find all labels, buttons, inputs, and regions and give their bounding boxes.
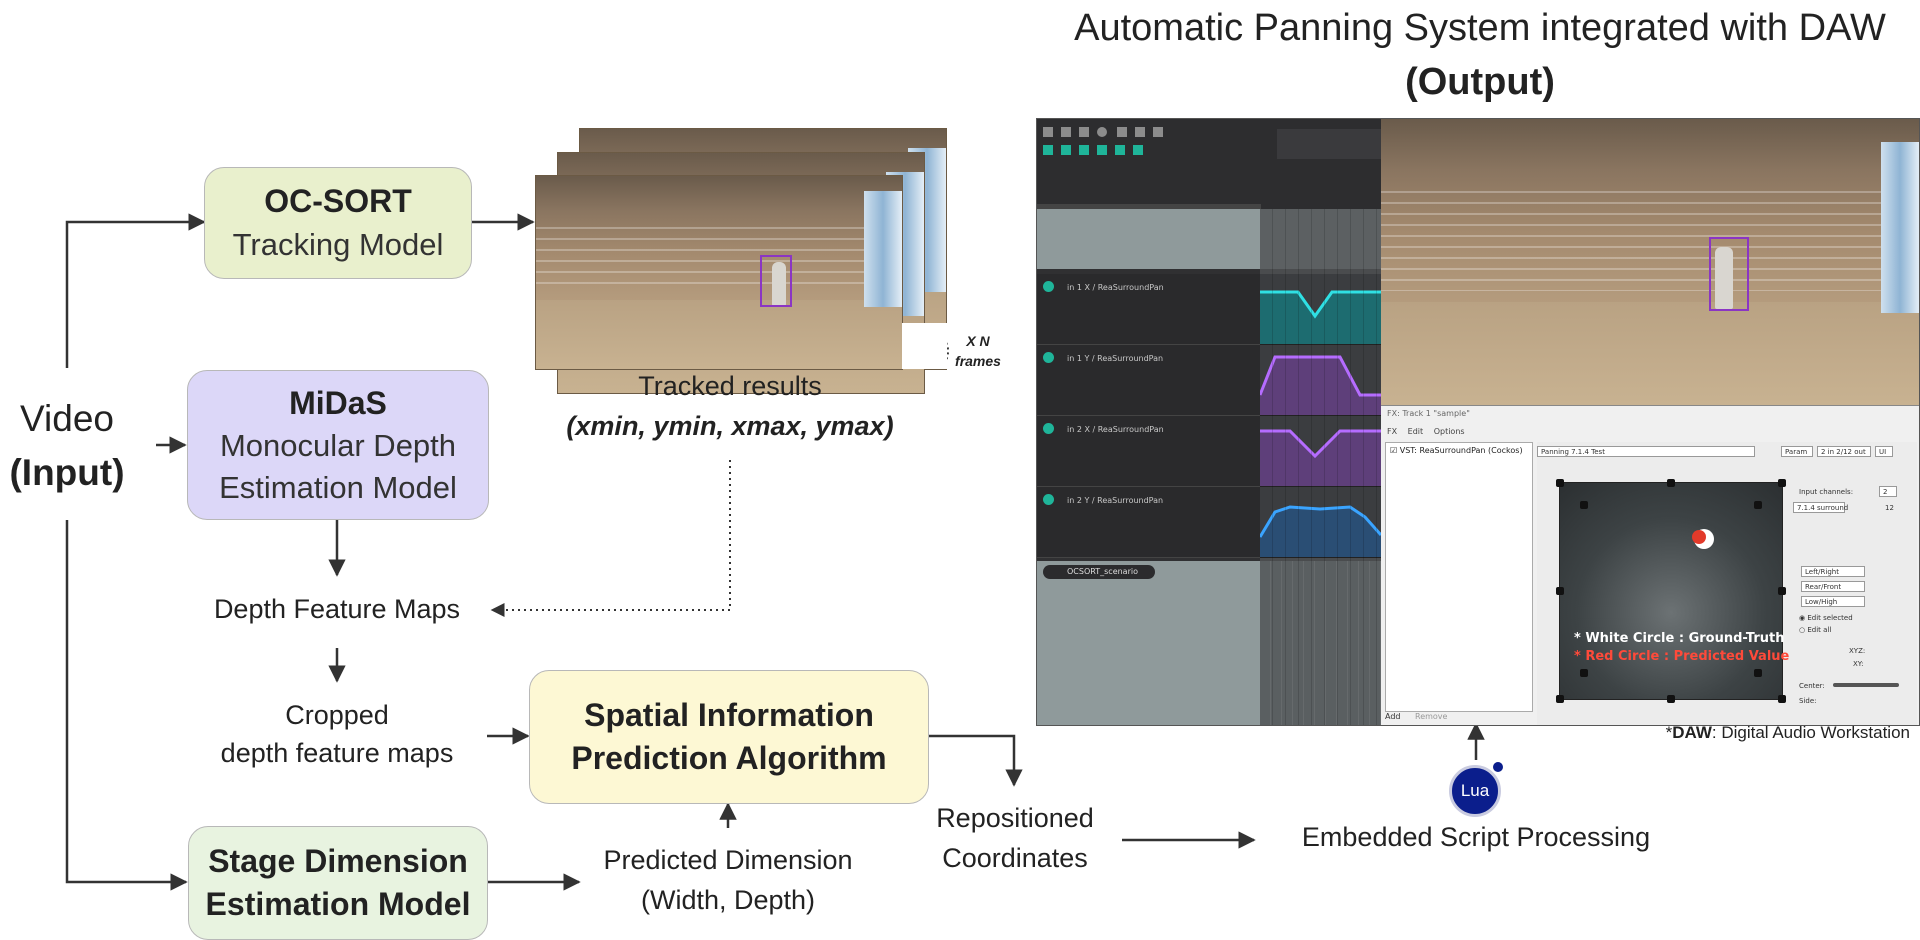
repositioned-line1: Repositioned [936,803,1094,833]
daw-track-row[interactable]: in 2 Y / ReaSurroundPan [1037,487,1260,558]
cropped-line2: depth feature maps [220,738,454,768]
tracked-results-label: Tracked results [638,371,822,401]
repositioned-line2: Coordinates [942,843,1088,873]
daw-footnote-bold: DAW [1672,723,1712,742]
input-label-video: Video [20,398,114,439]
frames-label: frames [955,353,1001,369]
tracked-frame-front [535,175,903,370]
tracked-coords-label: (xmin, ymin, xmax, ymax) [566,411,894,441]
lua-logo-icon: Lua [1449,765,1501,817]
spatial-line1: Spatial Information [584,696,874,733]
fx-menu-item[interactable]: Options [1433,427,1465,436]
legend-predicted: * Red Circle : Predicted Value [1574,649,1790,664]
input-channels-field[interactable]: 2 [1879,486,1897,497]
arrow-spatial-to-repositioned [928,734,1023,787]
input-channels-label: Input channels: [1799,488,1854,496]
daw-track-row[interactable]: in 2 X / ReaSurroundPan [1037,416,1260,487]
stage-line2: Estimation Model [205,886,471,922]
arrow-tracked-to-depthmaps [490,460,731,617]
predicted-dimension-line1: Predicted Dimension [603,845,853,875]
arrow-video-to-ocsort [65,213,206,368]
ocsort-subtitle: Tracking Model [232,226,444,262]
midas-line3: Estimation Model [219,469,457,505]
input-label-input: (Input) [9,452,125,493]
surround-panner-field[interactable]: * White Circle : Ground-Truth * Red Circ… [1556,479,1789,703]
embedded-script-label: Embedded Script Processing [1301,822,1651,852]
axis-select[interactable]: Low/High [1801,596,1865,607]
xyz-label: XYZ: [1849,647,1866,655]
stage-line1: Stage Dimension [208,842,468,879]
preset-select[interactable]: Panning 7.1.4 Test [1537,446,1755,457]
daw-track-row[interactable]: in 1 Y / ReaSurroundPan [1037,345,1260,416]
daw-footnote: *DAW: Digital Audio Workstation [1665,723,1910,742]
reasurroundpan-plugin: Panning 7.1.4 Test Param 2 in 2/12 out U… [1537,442,1917,725]
surround-mode-select[interactable]: 7.1.4 surround [1793,502,1848,513]
x-n-label: X N [966,333,990,349]
daw-video-preview [1381,119,1919,405]
fx-menu-item[interactable]: Edit [1407,427,1424,436]
daw-toolbar [1037,119,1381,209]
fx-window-title: FX: Track 1 "sample" [1387,409,1470,418]
output-title: Automatic Panning System integrated with… [1074,7,1886,49]
frame-corner-mask [902,323,947,369]
cropped-line1: Cropped [285,700,389,730]
ui-button[interactable]: UI [1875,446,1893,457]
fx-window: FX: Track 1 "sample" FX Edit Options ☑ V… [1381,405,1919,725]
io-button[interactable]: 2 in 2/12 out [1817,446,1871,457]
ocsort-title: OC-SORT [264,183,412,220]
ocsort-box: OC-SORT Tracking Model [204,167,472,279]
midas-line2: Monocular Depth [219,427,457,463]
predicted-dimension-line2: (Width, Depth) [640,885,816,915]
spatial-line2: Prediction Algorithm [571,740,887,776]
param-button[interactable]: Param [1781,446,1813,457]
depth-feature-maps-label: Depth Feature Maps [213,594,461,624]
lua-moon-icon [1491,760,1505,774]
output-subtitle: (Output) [1405,61,1555,103]
center-label: Center: [1799,682,1825,690]
daw-track-panel: in 1 X / ReaSurroundPan in 1 Y / ReaSurr… [1037,209,1260,725]
surround-count: 12 [1885,504,1894,512]
fx-add-button[interactable]: Add [1385,712,1401,721]
axis-select[interactable]: Rear/Front [1801,581,1865,592]
axis-select[interactable]: Left/Right [1801,566,1865,577]
predicted-circle [1692,530,1706,544]
daw-automation-lanes [1258,209,1383,725]
daw-track-row[interactable]: in 1 X / ReaSurroundPan [1037,274,1260,345]
midas-box: MiDaS Monocular Depth Estimation Model [187,370,489,520]
side-label: Side: [1799,697,1817,705]
spatial-algorithm-box: Spatial Information Prediction Algorithm [529,670,929,804]
daw-screenshot: in 1 X / ReaSurroundPan in 1 Y / ReaSurr… [1036,118,1920,726]
center-slider[interactable] [1833,683,1899,687]
fx-chain-item[interactable]: ☑ VST: ReaSurroundPan (Cockos) [1390,446,1523,455]
arrow-video-to-stage [65,520,188,891]
folder-track[interactable]: OCSORT_scenario [1043,565,1155,579]
xy-label: XY: [1853,660,1864,668]
fx-chain-list: ☑ VST: ReaSurroundPan (Cockos) [1385,442,1533,712]
edit-all-radio[interactable]: ○ Edit all [1799,626,1832,634]
stage-dimension-box: Stage Dimension Estimation Model [188,826,488,940]
legend-ground-truth: * White Circle : Ground-Truth [1574,631,1785,646]
fx-menu: FX Edit Options [1387,427,1465,436]
fx-menu-item[interactable]: FX [1387,427,1398,436]
midas-title: MiDaS [289,384,387,421]
fx-remove-button[interactable]: Remove [1415,712,1448,721]
edit-selected-radio[interactable]: ◉ Edit selected [1799,614,1853,622]
